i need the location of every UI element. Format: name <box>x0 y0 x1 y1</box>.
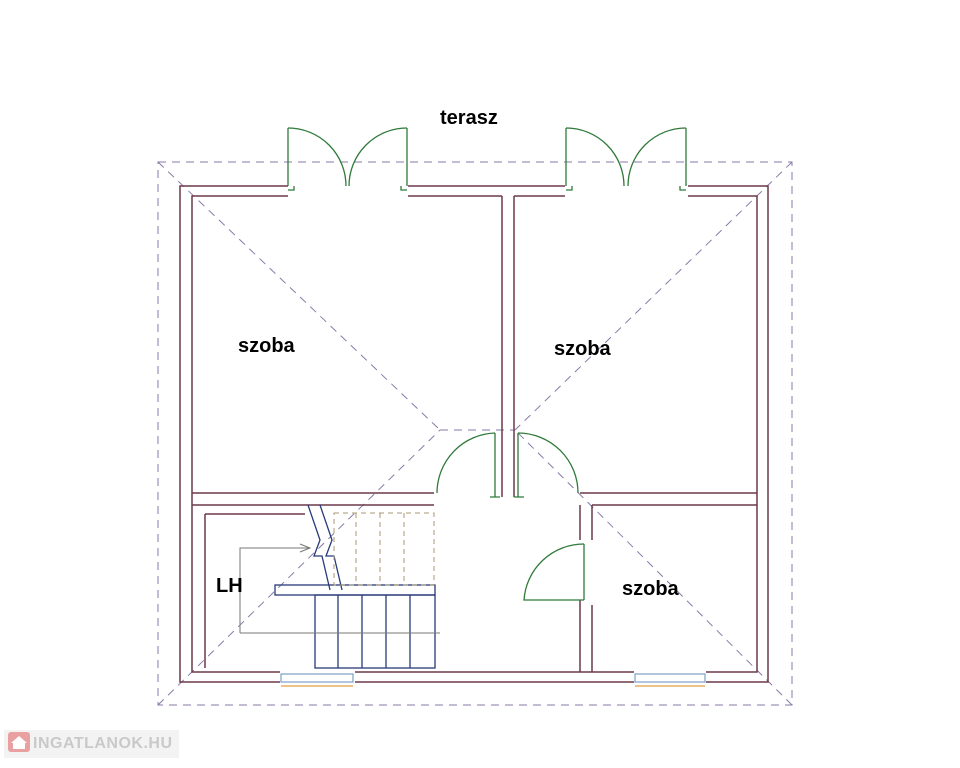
room-doors <box>436 432 585 601</box>
terrace-doors-left <box>287 127 408 191</box>
stairwell-label: LH <box>216 575 243 597</box>
terrace-label: terasz <box>440 107 498 129</box>
watermark-text: INGATLANOK.HU <box>33 735 173 752</box>
exterior-walls <box>179 185 769 683</box>
room-small-label: szoba <box>622 578 680 600</box>
house-icon <box>8 731 30 757</box>
interior-walls <box>192 196 757 672</box>
room-left-label: szoba <box>238 335 296 357</box>
watermark: INGATLANOK.HU <box>4 730 179 758</box>
terrace-doors-right <box>565 127 687 191</box>
room-right-label: szoba <box>554 338 612 360</box>
windows <box>280 673 706 687</box>
roof-outline <box>157 161 793 706</box>
staircase <box>239 504 440 669</box>
